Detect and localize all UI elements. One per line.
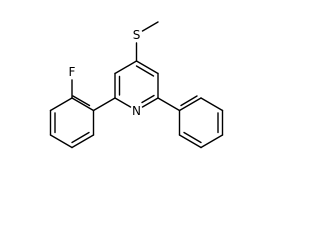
fluorophenyl-bond-1-inner — [72, 95, 91, 107]
nitrogen-atom-label: N — [132, 104, 141, 118]
phenyl-bond-5 — [178, 134, 202, 149]
pyridine-ring — [114, 60, 159, 108]
bond-c4-c3 — [114, 60, 138, 75]
bond-s-ch3 — [141, 21, 159, 32]
molecule-structure-diagram: S N F — [49, 21, 224, 149]
phenyl-bond-2 — [200, 97, 224, 112]
fluorophenyl-bond-5 — [71, 134, 95, 149]
bond-c5-c4-inner — [135, 65, 155, 77]
bond-c6-phenyl — [157, 97, 181, 112]
phenyl-bond-1 — [178, 97, 202, 112]
fluorophenyl-bond-2 — [49, 97, 73, 112]
methylthio-group: S — [133, 21, 159, 62]
phenyl-bond-5-inner — [183, 131, 202, 144]
phenyl-ring — [157, 95, 224, 149]
bond-n-c6 — [141, 97, 159, 108]
sulfur-atom-label: S — [133, 28, 141, 42]
fluorophenyl-bond-5-inner — [71, 131, 90, 144]
bond-c2-n — [114, 97, 132, 108]
phenyl-bond-4 — [200, 134, 224, 149]
fluorophenyl-bond-1 — [71, 97, 95, 112]
bond-n-c6-inner — [141, 94, 155, 104]
fluorine-atom-label: F — [69, 65, 76, 79]
bond-c2-fluorophenyl — [92, 97, 116, 112]
fluorophenyl-ring: F — [49, 65, 116, 149]
fluorophenyl-bond-4 — [49, 134, 73, 149]
bond-c5-c4 — [135, 60, 159, 75]
phenyl-bond-1-inner — [180, 95, 198, 107]
